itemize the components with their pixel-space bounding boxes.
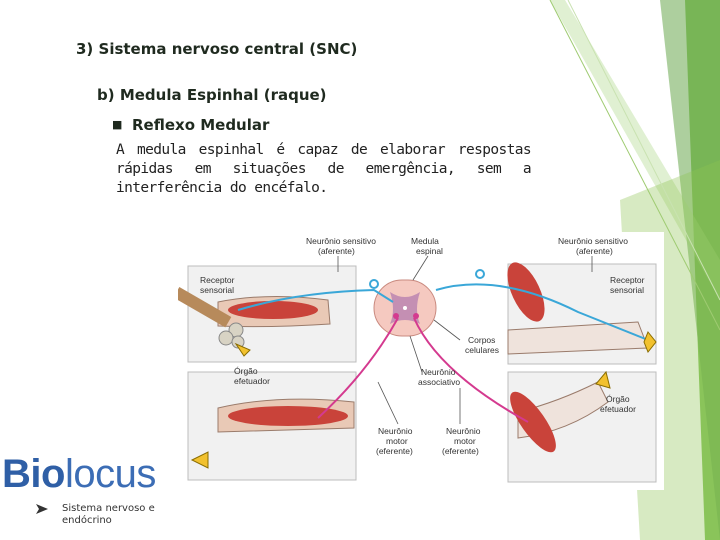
label-receptor-left: Receptor [200,275,235,285]
label-motor-right: Neurônio [446,426,481,436]
biolocus-logo: Biolocus [2,452,156,496]
label-motor-right-sub: motor [454,436,476,446]
label-receptor-right: Receptor [610,275,645,285]
label-neuron-sensory-right: Neurônio sensitivo [558,236,628,246]
label-association-neuron: Neurônio [421,367,456,377]
label-spinal-cord: Medula [411,236,439,246]
square-bullet-icon: ■ [112,118,123,131]
label-neuron-sensory-right-sub: (aferente) [576,246,613,256]
label-motor-right-sub2: (eferente) [442,446,479,456]
label-effector-right: Órgão [606,394,630,404]
label-neuron-sensory-left: Neurônio sensitivo [306,236,376,246]
label-motor-left: Neurônio [378,426,413,436]
label-receptor-left-sub: sensorial [200,285,234,295]
slide-subtitle: b) Medula Espinhal (raque) [97,86,327,104]
label-neuron-sensory-left-sub: (aferente) [318,246,355,256]
label-cell-bodies: Corpos [468,335,495,345]
arrow-bullet-icon [36,504,48,514]
label-association-neuron-sub: associativo [418,377,460,387]
footer-nav-label: Sistema nervoso e endócrino [62,503,155,526]
label-cell-bodies-sub: celulares [465,345,499,355]
label-motor-left-sub2: (eferente) [376,446,413,456]
bullet-item: ■ Reflexo Medular [112,116,269,134]
label-receptor-right-sub: sensorial [610,285,644,295]
slide-title: 3) Sistema nervoso central (SNC) [76,40,358,58]
reflex-arc-figure: Neurônio sensitivo (aferente) Medula esp… [178,232,664,490]
label-effector-left-sub: efetuador [234,376,270,386]
label-effector-left: Órgão [234,366,258,376]
bullet-text: Reflexo Medular [132,116,270,134]
label-motor-left-sub: motor [386,436,408,446]
footer-nav-item[interactable]: Sistema nervoso e endócrino [36,503,192,527]
label-effector-right-sub: efetuador [600,404,636,414]
body-paragraph: A medula espinhal é capaz de elaborar re… [116,142,532,196]
label-spinal-cord-sub: espinal [416,246,443,256]
